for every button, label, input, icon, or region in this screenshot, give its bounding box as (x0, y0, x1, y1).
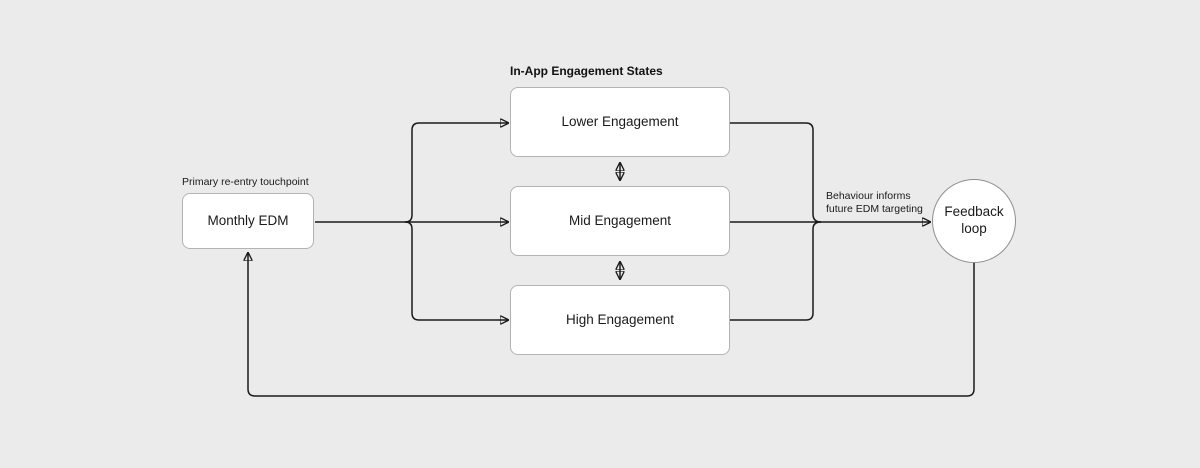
feedback-edge-annotation-line1: Behaviour informs (826, 190, 911, 202)
edge-lower-to-merge (730, 122, 822, 223)
source-node-caption: Primary re-entry touchpoint (182, 176, 309, 188)
node-feedback-loop-label: Feedback loop (944, 204, 1004, 236)
node-lower-engagement-label: Lower Engagement (561, 113, 679, 129)
node-monthly-edm: Monthly EDM (182, 193, 314, 249)
node-feedback-loop: Feedback loop (932, 179, 1016, 263)
edge-feedback-return (248, 253, 975, 397)
feedback-edge-annotation: Behaviour informs future EDM targeting (826, 190, 926, 216)
node-monthly-edm-label: Monthly EDM (207, 212, 289, 228)
node-high-engagement-label: High Engagement (565, 311, 675, 327)
feedback-edge-annotation-line2: future EDM targeting (826, 203, 923, 215)
node-high-engagement: High Engagement (510, 285, 730, 355)
node-mid-engagement-label: Mid Engagement (568, 212, 672, 228)
edge-high-to-merge (730, 221, 822, 321)
edge-edm-to-lower (404, 123, 508, 223)
node-lower-engagement: Lower Engagement (510, 87, 730, 157)
edge-edm-to-high (404, 221, 508, 320)
group-title: In-App Engagement States (510, 64, 663, 78)
node-mid-engagement: Mid Engagement (510, 186, 730, 256)
